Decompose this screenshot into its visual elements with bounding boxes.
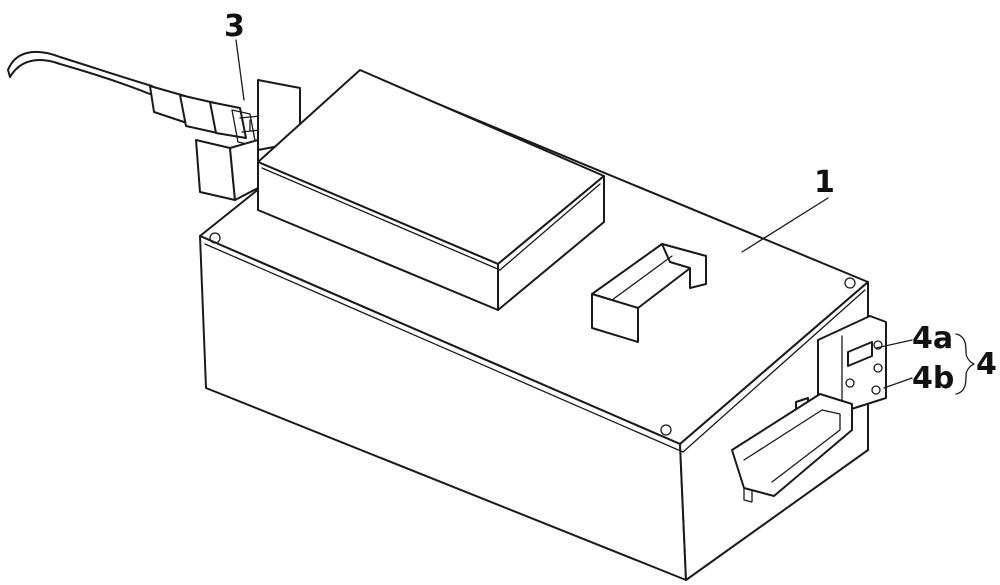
label-3: 3	[224, 9, 245, 44]
leader-lines	[235, 39, 913, 389]
leader-4a	[875, 339, 913, 349]
label-4b: 4b	[912, 361, 954, 396]
small-box	[257, 69, 605, 311]
leader-1	[741, 197, 829, 253]
side-handle	[731, 393, 853, 503]
cable	[7, 50, 153, 95]
leader-4b	[883, 377, 913, 389]
brace-4	[955, 333, 975, 395]
leader-3	[235, 39, 245, 101]
top-handle	[591, 243, 707, 343]
connector-bracket	[195, 139, 259, 201]
label-4a: 4a	[912, 321, 953, 356]
label-1: 1	[814, 165, 835, 200]
label-4: 4	[976, 347, 997, 382]
